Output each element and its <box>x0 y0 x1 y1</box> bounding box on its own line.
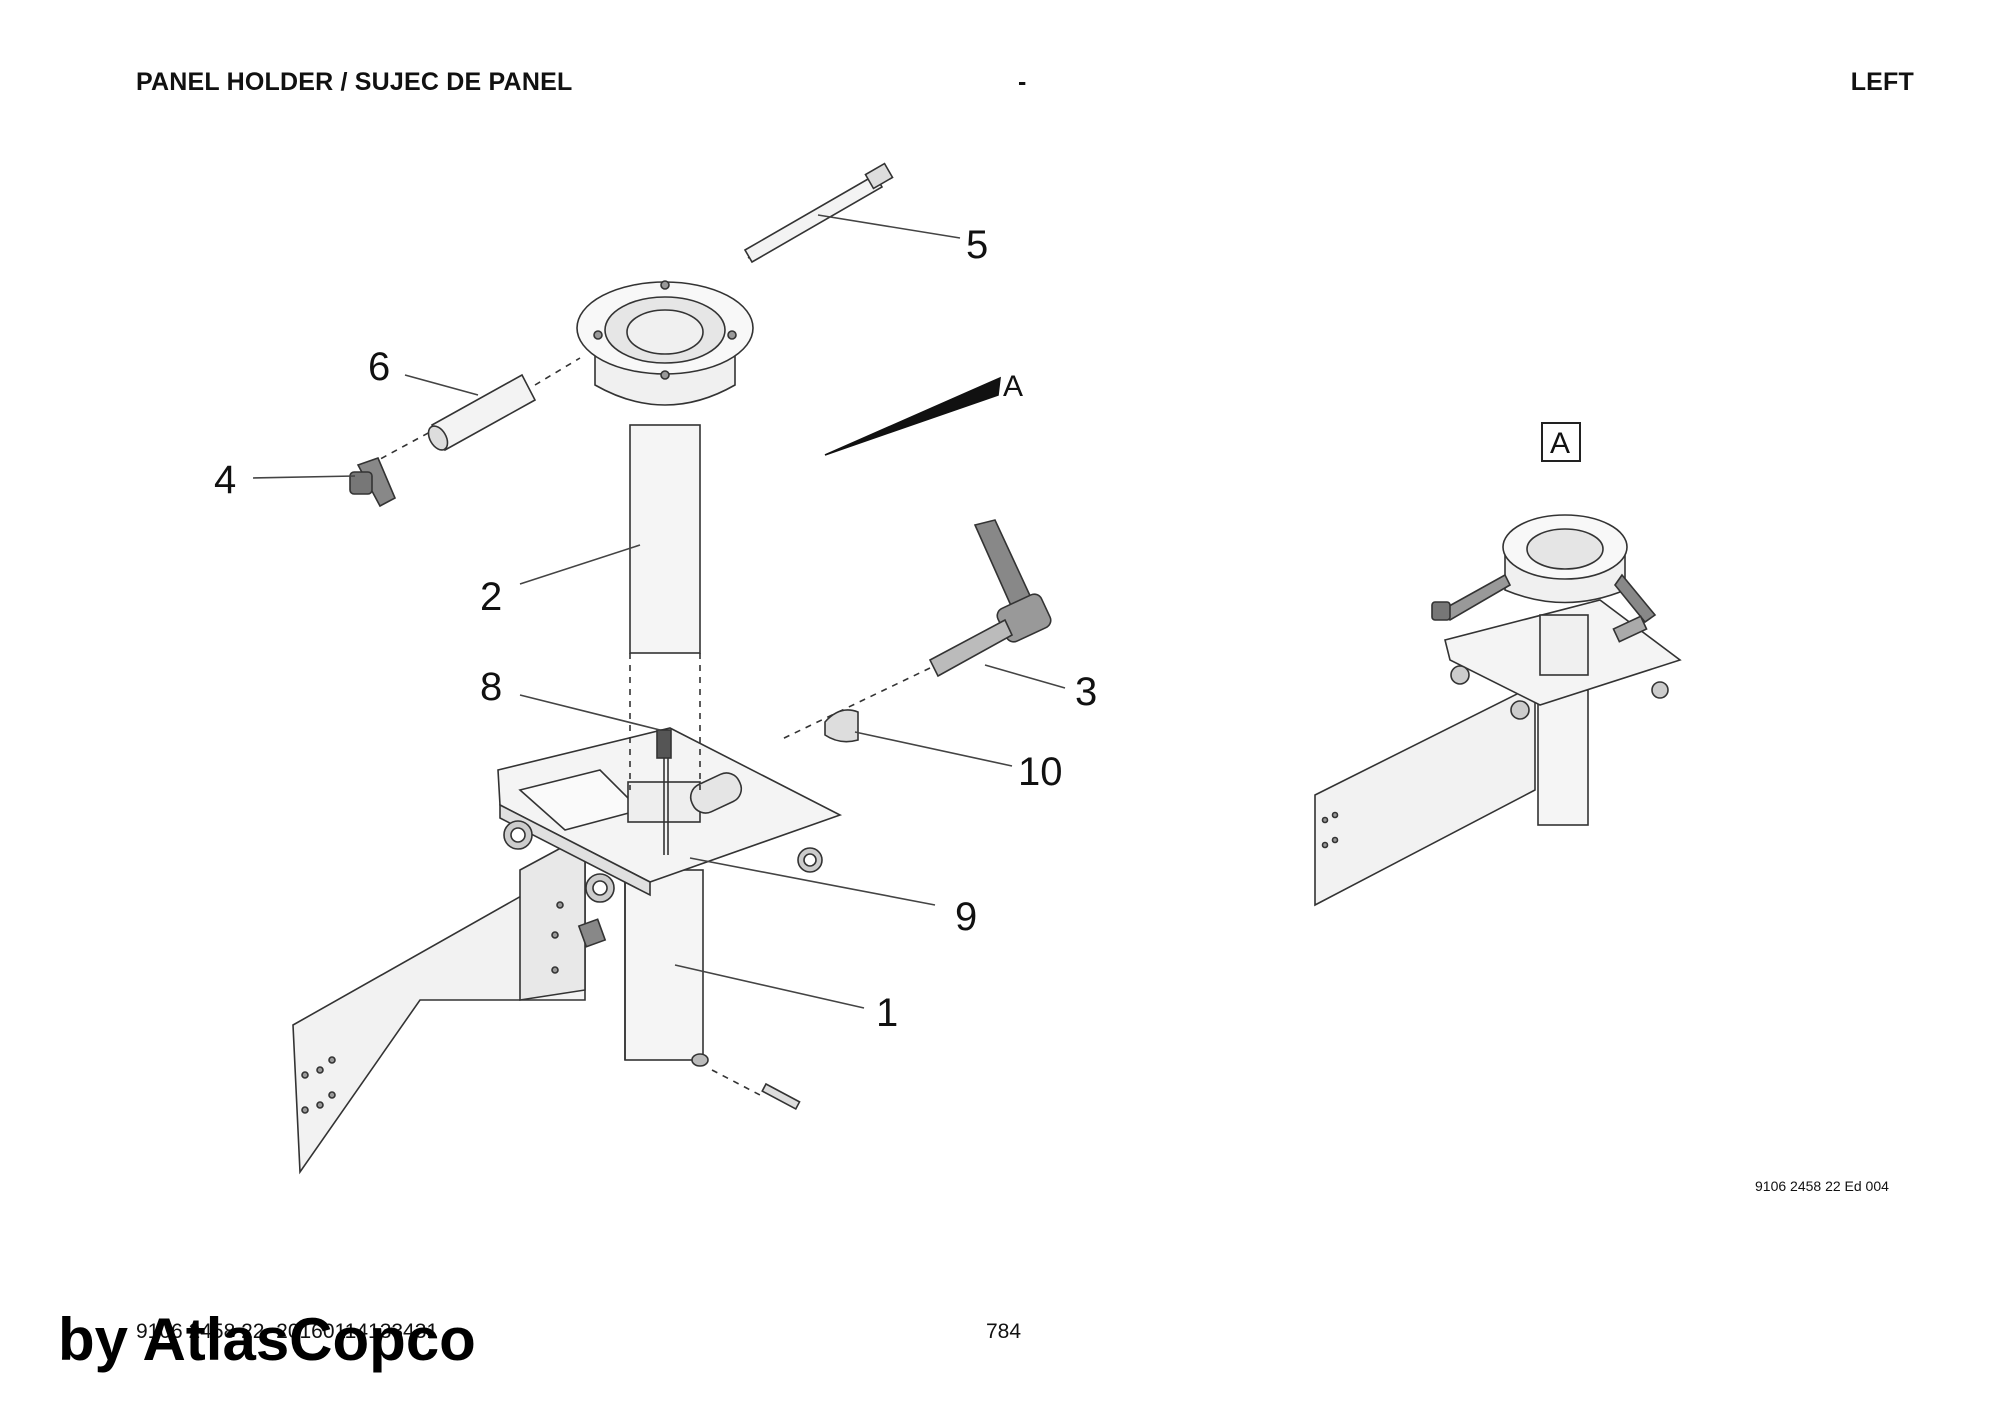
small-lever <box>349 456 397 508</box>
main-post <box>624 869 801 1111</box>
callout-1: 1 <box>876 991 898 1035</box>
sleeve <box>359 357 581 471</box>
callout-3: 3 <box>1075 670 1097 714</box>
panel-plate <box>292 833 586 1175</box>
header-side-label: LEFT <box>1850 68 1914 96</box>
callout-2: 2 <box>480 575 502 619</box>
long-bolt <box>743 162 894 264</box>
view-arrow-label: A <box>1003 370 1023 403</box>
detail-box-label: A <box>1550 427 1570 460</box>
callout-4: 4 <box>214 458 236 502</box>
view-arrow <box>824 376 1001 456</box>
watermark: by AtlasCopco <box>58 1306 476 1373</box>
callout-10: 10 <box>1018 750 1063 794</box>
callout-6: 6 <box>368 345 390 389</box>
bracket-frame <box>497 727 843 948</box>
end-cap <box>824 709 859 743</box>
callout-8: 8 <box>480 665 502 709</box>
tube <box>629 424 701 790</box>
detail-view-a <box>1314 514 1682 907</box>
drawing-reference: 9106 2458 22 Ed 004 <box>1755 1178 1889 1194</box>
footer-document-id: 9106 2458 22_20160114133431 <box>136 1320 439 1343</box>
footer-page-number: 784 <box>986 1320 1022 1343</box>
flange <box>576 280 754 406</box>
locking-pin <box>656 729 672 855</box>
callout-5: 5 <box>966 223 988 267</box>
header-separator: - <box>1018 68 1027 96</box>
page-title: PANEL HOLDER / SUJEC DE PANEL <box>136 68 573 96</box>
callout-9: 9 <box>955 895 977 939</box>
clamp-lever <box>779 519 1052 741</box>
detail-label-box <box>1541 422 1581 462</box>
